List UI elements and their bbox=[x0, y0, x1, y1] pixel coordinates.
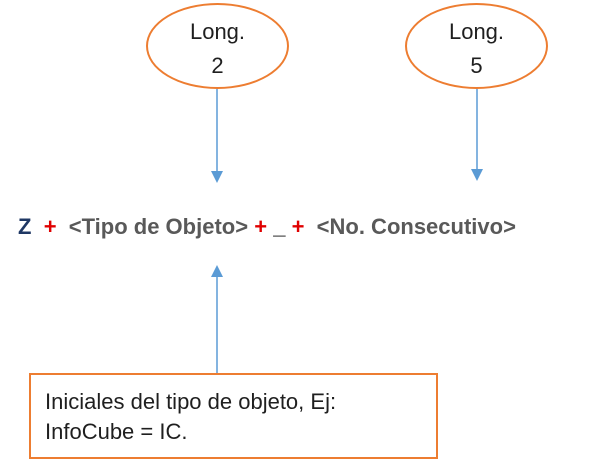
formula-plus-1: + bbox=[43, 214, 57, 239]
arrow-type-length-head bbox=[211, 171, 223, 183]
object-type-note-box: Iniciales del tipo de objeto, Ej: InfoCu… bbox=[29, 373, 438, 459]
length-callout-consecutive-label: Long. bbox=[448, 19, 505, 44]
length-callout-type-value: 2 bbox=[211, 53, 224, 78]
arrow-consecutive-length-head bbox=[471, 169, 483, 181]
note-line-1: Iniciales del tipo de objeto, Ej: bbox=[45, 389, 337, 414]
formula-prefix: Z bbox=[18, 214, 32, 239]
length-callout-type-label: Long. bbox=[189, 19, 246, 44]
note-line-2: InfoCube = IC. bbox=[45, 419, 188, 444]
length-callout-type: Long. 2 bbox=[146, 3, 289, 89]
formula-plus-2: + bbox=[254, 214, 268, 239]
formula-consecutive-number: <No. Consecutivo> bbox=[316, 214, 516, 239]
naming-formula: Z + <Tipo de Objeto> + _ + <No. Consecut… bbox=[18, 212, 516, 242]
formula-object-type: <Tipo de Objeto> bbox=[68, 214, 249, 239]
arrow-note-head bbox=[211, 265, 223, 277]
length-callout-consecutive-value: 5 bbox=[470, 53, 483, 78]
formula-underscore: _ bbox=[273, 214, 286, 239]
length-callout-consecutive: Long. 5 bbox=[405, 3, 548, 89]
formula-plus-3: + bbox=[291, 214, 305, 239]
